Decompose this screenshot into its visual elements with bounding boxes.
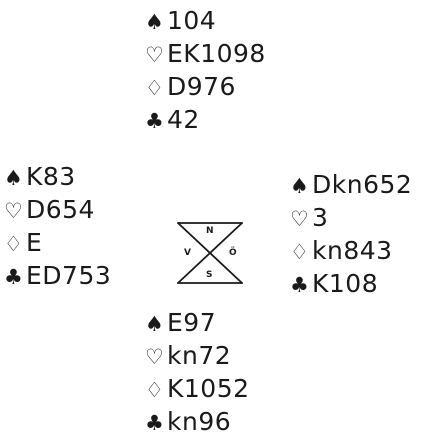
west-clubs-row: ♣ED753 <box>4 259 111 292</box>
north-diamonds-row: ♢D976 <box>145 70 266 103</box>
south-diamonds-cards: K1052 <box>167 374 250 403</box>
west-diamonds-row: ♢E <box>4 226 111 259</box>
south-diamonds-row: ♢K1052 <box>145 372 250 405</box>
heart-icon: ♡ <box>145 43 165 67</box>
east-clubs-row: ♣K108 <box>290 267 412 300</box>
north-diamonds-cards: D976 <box>167 72 236 101</box>
east-hearts-row: ♡3 <box>290 201 412 234</box>
south-spades-cards: E97 <box>167 308 217 337</box>
west-spades-cards: K83 <box>26 162 76 191</box>
east-spades-row: ♠Dkn652 <box>290 168 412 201</box>
north-clubs-cards: 42 <box>167 105 200 134</box>
spade-icon: ♠ <box>290 174 310 198</box>
north-hand: ♠104 ♡EK1098 ♢D976 ♣42 <box>145 4 266 136</box>
west-hand: ♠K83 ♡D654 ♢E ♣ED753 <box>4 160 111 292</box>
club-icon: ♣ <box>145 411 165 435</box>
north-spades-row: ♠104 <box>145 4 266 37</box>
heart-icon: ♡ <box>290 207 310 231</box>
west-diamonds-cards: E <box>26 228 43 257</box>
south-clubs-cards: kn96 <box>167 407 232 436</box>
north-hearts-row: ♡EK1098 <box>145 37 266 70</box>
compass-west-label: V <box>184 248 191 258</box>
south-hearts-cards: kn72 <box>167 341 232 370</box>
north-hearts-cards: EK1098 <box>167 39 266 68</box>
compass-south-label: S <box>206 270 213 280</box>
spade-icon: ♠ <box>4 166 24 190</box>
diamond-icon: ♢ <box>4 232 24 256</box>
compass-north-label: N <box>206 226 214 236</box>
compass-frame <box>177 222 243 284</box>
spade-icon: ♠ <box>145 312 165 336</box>
east-clubs-cards: K108 <box>312 269 379 298</box>
west-clubs-cards: ED753 <box>26 261 112 290</box>
south-clubs-row: ♣kn96 <box>145 405 250 438</box>
west-hearts-cards: D654 <box>26 195 95 224</box>
north-spades-cards: 104 <box>167 6 217 35</box>
south-spades-row: ♠E97 <box>145 306 250 339</box>
diamond-icon: ♢ <box>290 240 310 264</box>
heart-icon: ♡ <box>4 199 24 223</box>
heart-icon: ♡ <box>145 345 165 369</box>
club-icon: ♣ <box>145 109 165 133</box>
club-icon: ♣ <box>4 265 24 289</box>
south-hand: ♠E97 ♡kn72 ♢K1052 ♣kn96 <box>145 306 250 438</box>
north-clubs-row: ♣42 <box>145 103 266 136</box>
east-diamonds-cards: kn843 <box>312 236 393 265</box>
east-hearts-cards: 3 <box>312 203 329 232</box>
club-icon: ♣ <box>290 273 310 297</box>
diamond-icon: ♢ <box>145 378 165 402</box>
spade-icon: ♠ <box>145 10 165 34</box>
east-spades-cards: Dkn652 <box>312 170 413 199</box>
west-hearts-row: ♡D654 <box>4 193 111 226</box>
east-hand: ♠Dkn652 ♡3 ♢kn843 ♣K108 <box>290 168 412 300</box>
east-diamonds-row: ♢kn843 <box>290 234 412 267</box>
compass-box: N S V Ö <box>172 213 248 293</box>
south-hearts-row: ♡kn72 <box>145 339 250 372</box>
compass-east-label: Ö <box>229 248 237 258</box>
west-spades-row: ♠K83 <box>4 160 111 193</box>
diamond-icon: ♢ <box>145 76 165 100</box>
